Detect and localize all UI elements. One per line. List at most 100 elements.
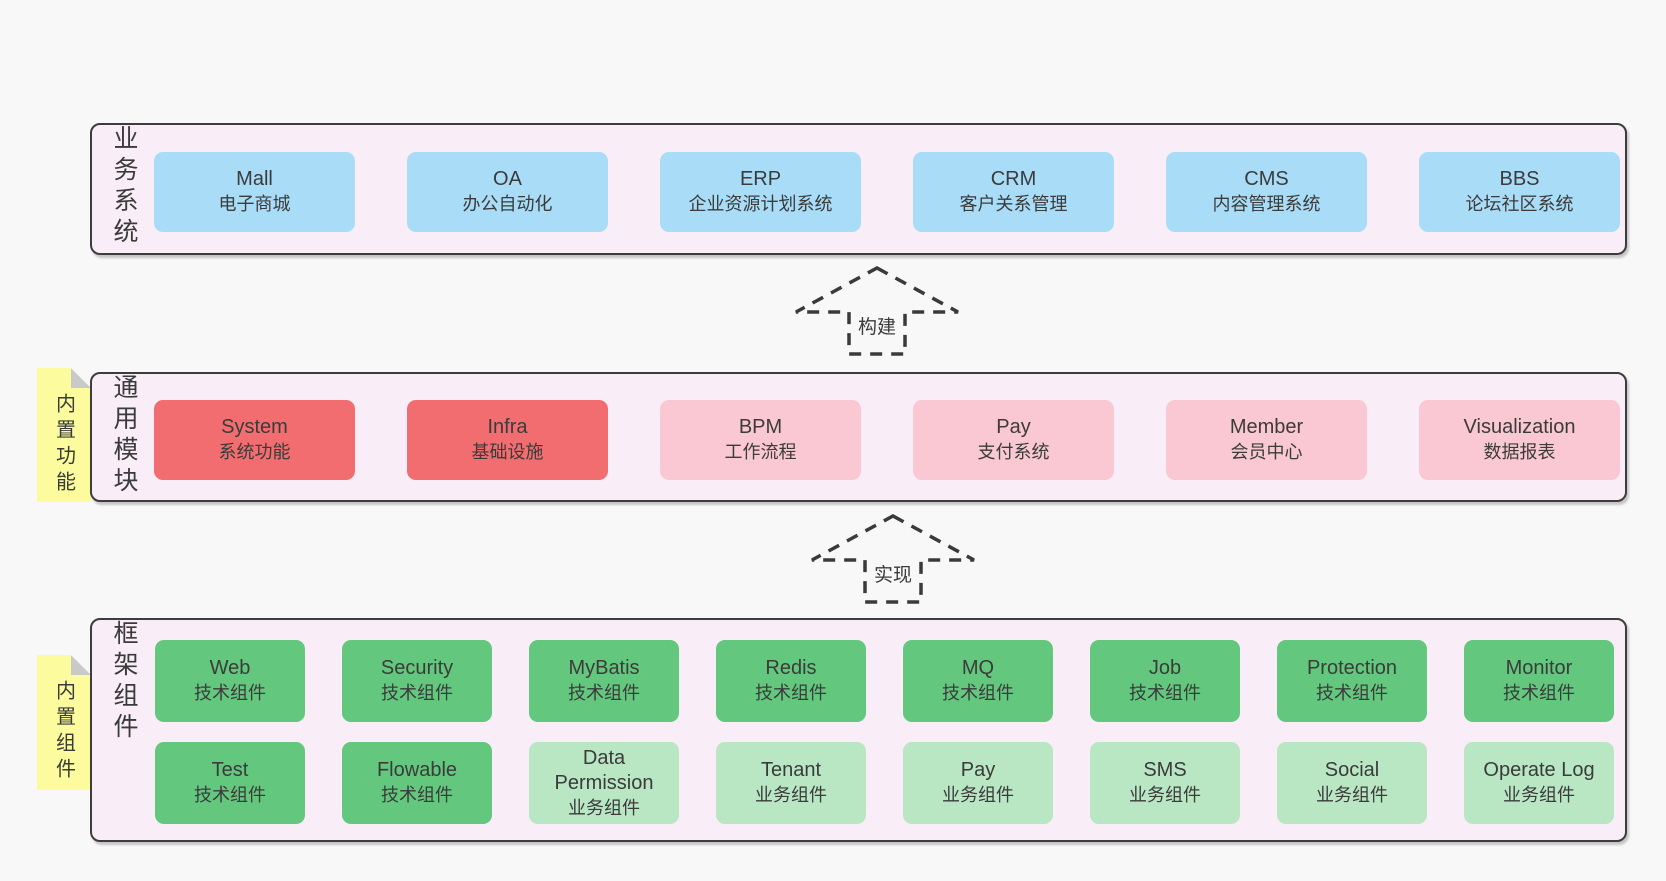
- box-title: Redis: [765, 657, 817, 679]
- box-title: Visualization: [1463, 416, 1576, 438]
- diagram-box-member: Member 会员中心: [1166, 400, 1367, 480]
- diagram-box-test: Test 技术组件: [155, 742, 305, 824]
- box-title: CRM: [990, 168, 1037, 190]
- diagram-box-mq: MQ 技术组件: [903, 640, 1053, 722]
- box-title: Member: [1229, 416, 1304, 438]
- box-title: Security: [380, 657, 454, 679]
- up-arrow-build-icon: [791, 264, 963, 358]
- box-title: Flowable: [376, 759, 458, 781]
- diagram-box-job: Job 技术组件: [1090, 640, 1240, 722]
- sticky-note-built-in-components: 内置组件: [37, 655, 91, 790]
- box-subtitle: 技术组件: [1316, 683, 1388, 703]
- box-title: Operate Log: [1483, 759, 1595, 781]
- sticky-note-label: 内置功能: [52, 393, 75, 497]
- diagram-box-visualization: Visualization 数据报表: [1419, 400, 1620, 480]
- box-subtitle: 业务组件: [1503, 785, 1575, 805]
- layer-business-systems: 业务系统 Mall 电子商城 OA 办公自动化 ERP 企业资源计划系统 CRM 客户关系管理…: [90, 123, 1627, 255]
- diagram-box-oa: OA 办公自动化: [407, 152, 608, 232]
- diagram-box-security: Security 技术组件: [342, 640, 492, 722]
- box-subtitle: 业务组件: [755, 785, 827, 805]
- box-subtitle: 系统功能: [218, 442, 291, 462]
- diagram-box-pay: Pay 支付系统: [913, 400, 1114, 480]
- diagram-box-sms: SMS 业务组件: [1090, 742, 1240, 824]
- box-subtitle: 企业资源计划系统: [688, 194, 833, 214]
- box-subtitle: 内容管理系统: [1212, 194, 1321, 214]
- box-subtitle: 客户关系管理: [959, 194, 1068, 214]
- box-subtitle: 业务组件: [942, 785, 1014, 805]
- box-title: Pay: [996, 416, 1031, 438]
- box-subtitle: 工作流程: [724, 442, 797, 462]
- diagram-box-pay: Pay 业务组件: [903, 742, 1053, 824]
- diagram-box-system: System 系统功能: [154, 400, 355, 480]
- box-title: MQ: [961, 657, 995, 679]
- box-title: System: [221, 416, 288, 438]
- box-title: BPM: [738, 416, 783, 438]
- diagram-box-monitor: Monitor 技术组件: [1464, 640, 1614, 722]
- box-title: Pay: [960, 759, 996, 781]
- box-subtitle: 技术组件: [568, 683, 640, 703]
- diagram-box-tenant: Tenant 业务组件: [716, 742, 866, 824]
- box-subtitle: 技术组件: [942, 683, 1014, 703]
- box-title: Protection: [1306, 657, 1398, 679]
- box-subtitle: 技术组件: [381, 785, 453, 805]
- diagram-box-cms: CMS 内容管理系统: [1166, 152, 1367, 232]
- layer-title-common-modules: 通用模块: [110, 374, 138, 498]
- box-title: Mall: [236, 168, 273, 190]
- box-title: Tenant: [760, 759, 822, 781]
- box-subtitle: 办公自动化: [462, 194, 553, 214]
- box-subtitle: 会员中心: [1230, 442, 1303, 462]
- diagram-box-mall: Mall 电子商城: [154, 152, 355, 232]
- diagram-box-mybatis: MyBatis 技术组件: [529, 640, 679, 722]
- diagram-box-web: Web 技术组件: [155, 640, 305, 722]
- box-title: Monitor: [1505, 657, 1573, 679]
- arrow-label-build: 构建: [853, 310, 901, 341]
- arrow-label-implement: 实现: [869, 558, 917, 589]
- diagram-box-crm: CRM 客户关系管理: [913, 152, 1114, 232]
- box-subtitle: 数据报表: [1483, 442, 1556, 462]
- diagram-box-bbs: BBS 论坛社区系统: [1419, 152, 1620, 232]
- folded-corner-icon: [71, 368, 91, 388]
- box-title: SMS: [1143, 759, 1187, 781]
- box-subtitle: 支付系统: [977, 442, 1050, 462]
- box-subtitle: 基础设施: [471, 442, 544, 462]
- layer-title-business-systems: 业务系统: [110, 125, 138, 249]
- box-title: Job: [1148, 657, 1182, 679]
- box-subtitle: 技术组件: [755, 683, 827, 703]
- folded-corner-icon: [71, 655, 91, 675]
- box-title: Web: [209, 657, 251, 679]
- box-title: OA: [493, 168, 522, 190]
- box-title: Test: [211, 759, 249, 781]
- box-subtitle: 电子商城: [218, 194, 291, 214]
- diagram-box-erp: ERP 企业资源计划系统: [660, 152, 861, 232]
- up-arrow-implement-icon: [807, 512, 979, 606]
- box-subtitle: 技术组件: [194, 683, 266, 703]
- diagram-box-protection: Protection 技术组件: [1277, 640, 1427, 722]
- box-subtitle: 技术组件: [381, 683, 453, 703]
- layer-title-framework-components: 框架组件: [110, 620, 138, 744]
- box-subtitle: 业务组件: [568, 797, 640, 818]
- box-subtitle: 业务组件: [1129, 785, 1201, 805]
- box-subtitle: 论坛社区系统: [1465, 194, 1574, 214]
- diagram-box-redis: Redis 技术组件: [716, 640, 866, 722]
- box-subtitle: 技术组件: [194, 785, 266, 805]
- sticky-note-built-in-functions: 内置功能: [37, 368, 91, 502]
- sticky-note-label: 内置组件: [52, 680, 75, 784]
- box-title: MyBatis: [568, 657, 640, 679]
- box-subtitle: 技术组件: [1129, 683, 1201, 703]
- diagram-box-flowable: Flowable 技术组件: [342, 742, 492, 824]
- box-title: ERP: [739, 168, 782, 190]
- diagram-box-operate-log: Operate Log 业务组件: [1464, 742, 1614, 824]
- box-row: Mall 电子商城 OA 办公自动化 ERP 企业资源计划系统 CRM 客户关系管理 CMS 内容…: [154, 152, 1620, 232]
- box-title: Social: [1324, 759, 1380, 781]
- box-title: CMS: [1244, 168, 1289, 190]
- box-title: BBS: [1499, 168, 1540, 190]
- box-subtitle: 技术组件: [1503, 683, 1575, 703]
